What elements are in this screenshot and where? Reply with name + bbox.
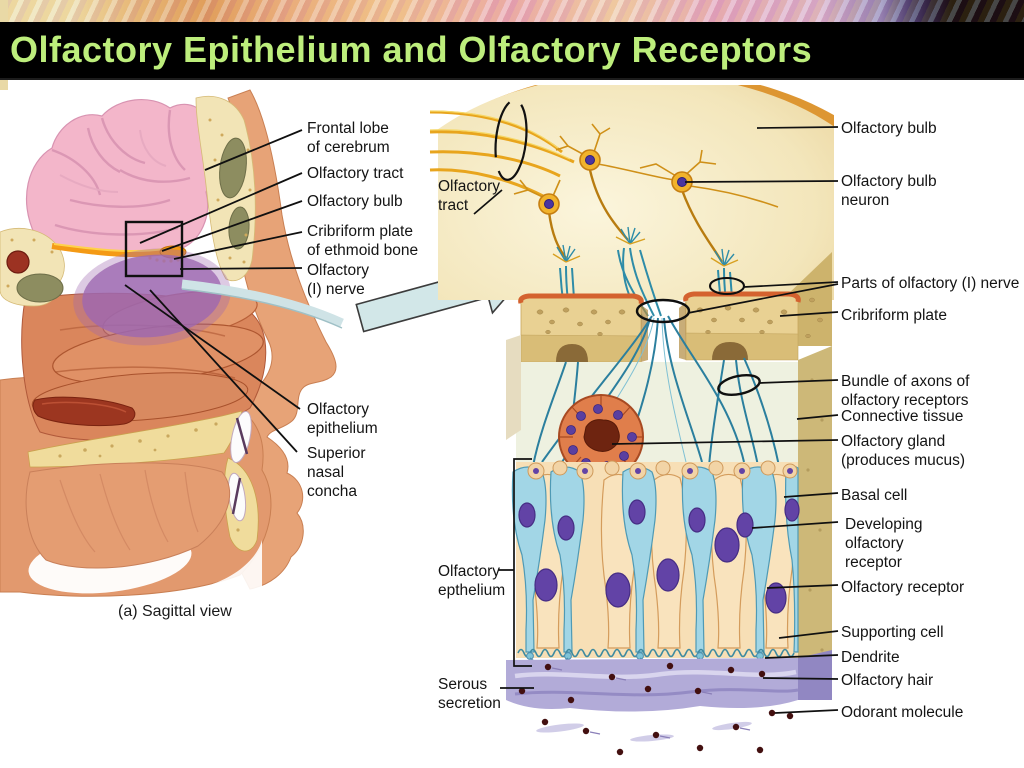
brain xyxy=(25,99,217,257)
teeth xyxy=(227,410,252,522)
label-cribriform-plate-right: Cribriform plate xyxy=(841,307,947,324)
mucosa-streak xyxy=(32,396,136,427)
label-odorant-molecule: Odorant molecule xyxy=(841,704,964,721)
cribriform-plate xyxy=(518,252,832,363)
label-developing-olfactory-receptor: Developing olfactory receptor xyxy=(845,516,923,571)
title-bar: Olfactory Epithelium and Olfactory Recep… xyxy=(0,22,1024,80)
decorative-banner xyxy=(0,0,1024,22)
label-olfactory-gland: Olfactory gland (produces mucus) xyxy=(841,433,966,469)
label-serous-secretion: Serous secretion xyxy=(438,676,501,712)
label-olfactory-bulb-neuron: Olfactory bulb neuron xyxy=(841,173,937,209)
epithelium-highlight xyxy=(73,248,231,346)
label-connective-tissue: Connective tissue xyxy=(841,408,964,425)
label-olfactory-epithelium-left: Olfactory epithelium xyxy=(307,401,378,437)
label-basal-cell: Basal cell xyxy=(841,487,908,504)
sagittal-figure xyxy=(0,89,344,597)
skull-bone xyxy=(0,95,256,307)
mucus-layer xyxy=(506,650,832,742)
airflow-swoosh xyxy=(181,279,344,328)
olfactory-bulb xyxy=(438,85,834,300)
label-olfactory-hair: Olfactory hair xyxy=(841,672,934,689)
right-leader-lines xyxy=(473,126,839,714)
figure-caption: (a) Sagittal view xyxy=(118,603,232,620)
odorant-molecules xyxy=(518,662,794,756)
tract-circle xyxy=(494,99,528,181)
zoom-box xyxy=(124,220,184,278)
label-frontal-lobe: Frontal lobe of cerebrum xyxy=(307,120,390,156)
label-parts-olfactory-nerve: Parts of olfactory (I) nerve xyxy=(841,275,1020,292)
slide-title: Olfactory Epithelium and Olfactory Recep… xyxy=(10,29,813,70)
epithelium-figure xyxy=(429,85,839,756)
label-olfactory-receptor: Olfactory receptor xyxy=(841,579,965,596)
tongue xyxy=(25,462,231,569)
glomerular-tufts xyxy=(552,226,739,267)
label-dendrite: Dendrite xyxy=(841,649,900,666)
label-bundle-of-axons: Bundle of axons of olfactory receptors xyxy=(841,373,970,409)
label-olfactory-tract-left: Olfactory tract xyxy=(307,165,404,182)
indicator-ellipses xyxy=(635,276,761,397)
label-cribriform-plate-left: Cribriform plate of ethmoid bone xyxy=(307,223,419,259)
label-olfactory-nerve: Olfactory (I) nerve xyxy=(307,262,370,298)
label-olfactory-bulb-left: Olfactory bulb xyxy=(307,193,403,210)
epithelium-cells xyxy=(511,460,800,675)
label-supporting-cell: Supporting cell xyxy=(841,624,944,641)
label-olfactory-epthelium: Olfactory epthelium xyxy=(438,563,506,599)
label-olfactory-tract-right: Olfactory tract xyxy=(438,178,501,214)
left-leader-lines xyxy=(124,129,303,453)
tract-fibers xyxy=(429,110,575,199)
label-olfactory-bulb-right: Olfactory bulb xyxy=(841,120,937,137)
label-superior-nasal-concha: Superior nasal concha xyxy=(307,445,366,500)
